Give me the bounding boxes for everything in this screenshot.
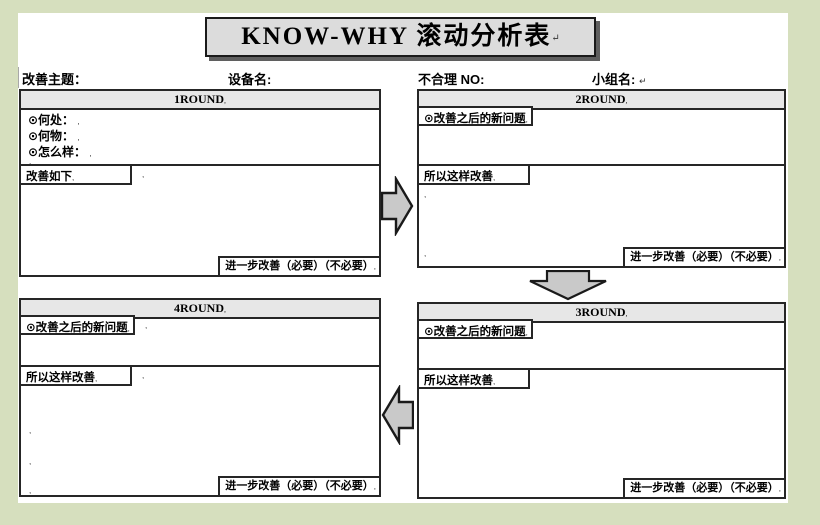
paragraph-mark: , (145, 321, 148, 330)
round4-new-problem-box: ⊙改善之后的新问题, (19, 315, 135, 335)
paragraph-mark: , (29, 426, 32, 435)
paragraph-mark: , (625, 96, 628, 105)
row-divider (419, 368, 784, 370)
round4-cell[interactable]: 4ROUND, ⊙改善之后的新问题, , 所以这样改善, , , , , 进一步… (19, 298, 381, 497)
arrow-left-icon (381, 385, 414, 445)
round3-cell[interactable]: 3ROUND, ⊙改善之后的新问题, 所以这样改善, 进一步改善（必要）（不必要… (417, 302, 786, 499)
round1-item-how: ⊙怎么样： , (28, 145, 92, 159)
table-gridline (18, 67, 19, 88)
paragraph-mark: , (424, 249, 427, 258)
round3-header: 3ROUND, (419, 304, 784, 323)
round1-item-what: ⊙何物： , (28, 129, 80, 143)
paragraph-mark: , (29, 157, 32, 166)
round1-cell[interactable]: 1ROUND, ⊙何处： , ⊙何物： , ⊙怎么样： , , 改善如下, , … (19, 89, 381, 277)
paragraph-mark: , (29, 486, 32, 495)
round3-footer-box: 进一步改善（必要）（不必要）, (623, 478, 786, 499)
round4-footer-box: 进一步改善（必要）（不必要）, (218, 476, 381, 497)
round1-item-where: ⊙何处： , (28, 113, 80, 127)
page-title: KNOW-WHY 滚动分析表↵ (205, 17, 596, 57)
row-divider (21, 164, 379, 166)
paragraph-mark: , (224, 96, 226, 105)
label-device-name: 设备名: (228, 72, 272, 87)
paragraph-mark: , (142, 371, 145, 380)
round1-footer-box: 进一步改善（必要）（不必要）, (218, 256, 381, 277)
paragraph-mark: , (29, 457, 32, 466)
row-divider (21, 365, 379, 367)
label-unreasonable-no: 不合理 NO: (418, 72, 485, 87)
paragraph-mark: ↵ (638, 76, 647, 86)
round2-new-problem-box: ⊙改善之后的新问题, (417, 106, 533, 126)
round1-header: 1ROUND, (21, 91, 379, 110)
round2-so-improve-box: 所以这样改善, (417, 164, 530, 185)
row-divider (419, 164, 784, 166)
paragraph-mark: ↵ (551, 32, 560, 44)
paragraph-mark: , (424, 190, 427, 199)
round2-header: 2ROUND, (419, 91, 784, 110)
round4-so-improve-box: 所以这样改善, (19, 365, 132, 386)
round3-new-problem-box: ⊙改善之后的新问题, (417, 319, 533, 339)
round4-header: 4ROUND, (21, 300, 379, 319)
label-group-name: 小组名: ↵ (592, 72, 647, 87)
arrow-down-icon (529, 270, 607, 301)
paragraph-mark: , (142, 170, 145, 179)
round1-improve-label-box: 改善如下, (19, 164, 132, 185)
round2-cell[interactable]: 2ROUND, ⊙改善之后的新问题, 所以这样改善, , , 进一步改善（必要）… (417, 89, 786, 268)
round2-footer-box: 进一步改善（必要）（不必要）, (623, 247, 786, 268)
label-improvement-topic: 改善主题： (22, 72, 88, 87)
paragraph-mark: , (625, 309, 628, 318)
page-title-text: KNOW-WHY 滚动分析表 (241, 23, 552, 50)
paragraph-mark: , (224, 305, 226, 314)
round3-so-improve-box: 所以这样改善, (417, 368, 530, 389)
arrow-right-icon (381, 176, 414, 236)
